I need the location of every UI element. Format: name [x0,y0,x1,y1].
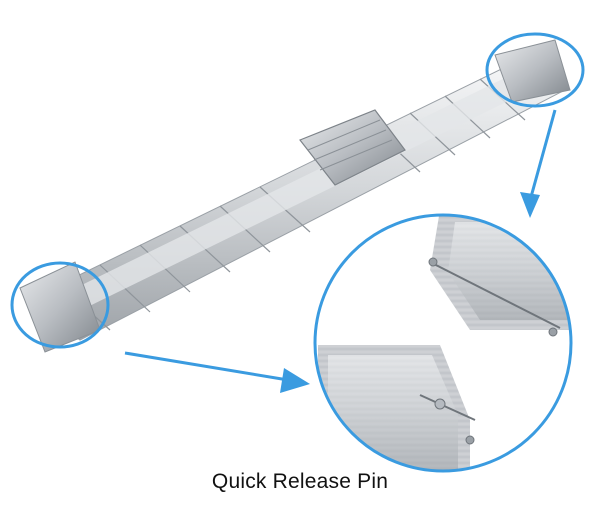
callout-circle-right [485,32,585,108]
caption-text: Quick Release Pin [211,470,389,493]
callout-circle-left [10,261,110,349]
magnified-detail [313,213,573,473]
arrow-icon [124,351,310,393]
bracelet [19,39,571,353]
arrow-icon [520,109,557,218]
